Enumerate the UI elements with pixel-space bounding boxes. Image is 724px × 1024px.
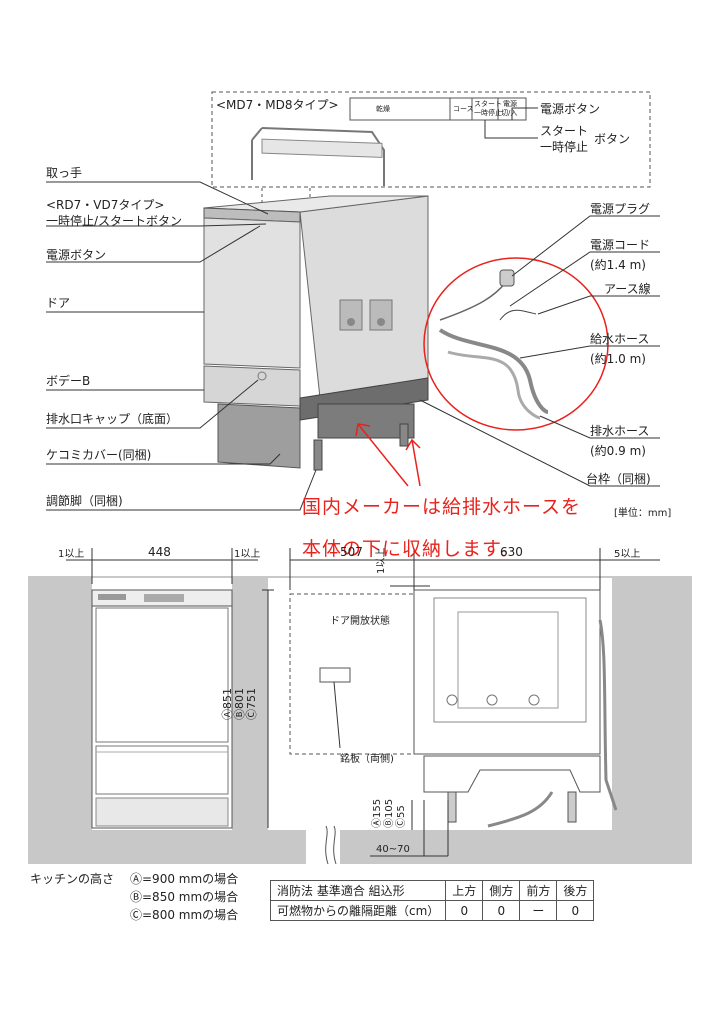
table-cell: 0 — [482, 900, 521, 921]
panel-power-label-2: 切/入 — [501, 109, 518, 117]
dim-width: 448 — [148, 545, 171, 559]
control-panel-strip — [349, 97, 527, 121]
panel-course-label: コース — [453, 105, 474, 113]
drain-hose-drawing — [447, 350, 541, 420]
inset-box — [211, 91, 651, 188]
dim-height-c: Ⓒ751 — [245, 688, 258, 720]
supply-hose-drawing — [438, 328, 549, 414]
kitchen-height-a: Ⓐ=900 mmの場合 — [130, 872, 239, 886]
inset-start-label-1: スタート — [540, 124, 589, 138]
kitchen-height-b: Ⓑ=850 mmの場合 — [130, 890, 239, 904]
annotation-line-1: 国内メーカーは給排水ホースを — [302, 496, 582, 518]
unit-label: [単位：mm] — [614, 508, 672, 519]
table-header-cell: 消防法 基準適合 組込形 — [269, 880, 447, 901]
table-cell: 0 — [556, 900, 595, 921]
hose-highlight-circle — [423, 257, 609, 431]
kitchen-height-label: キッチンの高さ — [30, 872, 115, 886]
dim-heights: Ⓐ851 Ⓑ801 Ⓒ751 — [221, 688, 258, 720]
inset-power-button-label: 電源ボタン — [540, 102, 601, 116]
power-plug-label: 電源プラグ — [590, 202, 651, 216]
earth-wire-label: アース線 — [604, 282, 651, 296]
annotation-line-2: 本体の下に収納します。 — [302, 538, 521, 560]
dishwasher-illustration — [203, 195, 429, 471]
door-label: ドア — [46, 296, 71, 310]
power-cord-label: 電源コード — [590, 238, 651, 252]
table-cell: 0 — [445, 900, 484, 921]
dim-left-clearance: 1以上 — [58, 549, 85, 560]
dim-back-clearance: 5以上 — [614, 549, 641, 560]
panel-start-label-1: スタート — [474, 100, 502, 108]
front-view-unit — [91, 589, 233, 829]
table-row: 可燃物からの離隔距離（cm） 0 0 ー 0 — [269, 900, 595, 921]
nameplate-drawing — [319, 667, 351, 683]
fire-clearance-table: 消防法 基準適合 組込形 上方 側方 前方 後方 可燃物からの離隔距離（cm） … — [269, 880, 595, 921]
power-cord-length: (約1.4 m) — [590, 258, 646, 272]
dim-under-b: Ⓑ105 — [384, 798, 395, 828]
inset-start-suffix: ボタン — [594, 132, 631, 146]
drain-cap-label: 排水口キャップ（底面） — [46, 412, 179, 426]
table-header-cell: 後方 — [556, 880, 595, 901]
dim-right-clearance: 1以上 — [234, 549, 261, 560]
dim-under-heights: Ⓐ155 Ⓑ105 Ⓒ55 — [372, 799, 408, 828]
handle-label: 取っ手 — [46, 166, 83, 180]
dim-front-gap: 40~70 — [376, 844, 410, 855]
base-frame-label: 台枠（同梱) — [586, 472, 651, 486]
drain-hose-label: 排水ホース — [590, 424, 650, 438]
table-header-row: 消防法 基準適合 組込形 上方 側方 前方 後方 — [269, 880, 595, 901]
dim-door-depth: 507 — [340, 545, 363, 559]
kick-cover-label: ケコミカバー(同梱) — [46, 448, 152, 462]
dim-body-depth: 630 — [500, 545, 523, 559]
rd7-start-label: 一時停止/スタートボタン — [46, 214, 183, 228]
panel-dry-label: 乾燥 — [376, 105, 390, 113]
power-button-label: 電源ボタン — [46, 248, 107, 262]
table-cell: 可燃物からの離隔距離（cm） — [269, 900, 447, 921]
supply-hose-length: (約1.0 m) — [590, 352, 646, 366]
table-header-cell: 前方 — [519, 880, 558, 901]
kitchen-height-c: Ⓒ=800 mmの場合 — [130, 908, 239, 922]
red-arrows — [355, 423, 421, 487]
power-plug-drawing — [499, 269, 515, 287]
dim-top-clearance: 1以上 — [376, 547, 387, 574]
dim-under-a: Ⓐ155 — [372, 798, 383, 828]
door-open-label: ドア開放状態 — [330, 616, 390, 627]
nameplate-label: 銘板（両側) — [340, 754, 394, 765]
table-header-cell: 側方 — [482, 880, 521, 901]
body-b-label: ボデーB — [46, 374, 91, 388]
rd7-title: <RD7・VD7タイプ> — [46, 198, 165, 212]
side-view-unit — [413, 589, 618, 828]
drain-hose-length: (約0.9 m) — [590, 444, 646, 458]
panel-start-label-2: 一時停止 — [474, 109, 502, 117]
dim-under-c: Ⓒ55 — [396, 805, 407, 828]
inset-title: <MD7・MD8タイプ> — [216, 98, 339, 112]
adjust-foot-label: 調節脚（同梱) — [46, 494, 123, 508]
table-header-cell: 上方 — [445, 880, 484, 901]
supply-hose-label: 給水ホース — [590, 332, 650, 346]
table-cell: ー — [519, 900, 558, 921]
inset-start-label-2: 一時停止 — [540, 140, 589, 154]
panel-power-label-1: 電源 — [503, 100, 517, 108]
